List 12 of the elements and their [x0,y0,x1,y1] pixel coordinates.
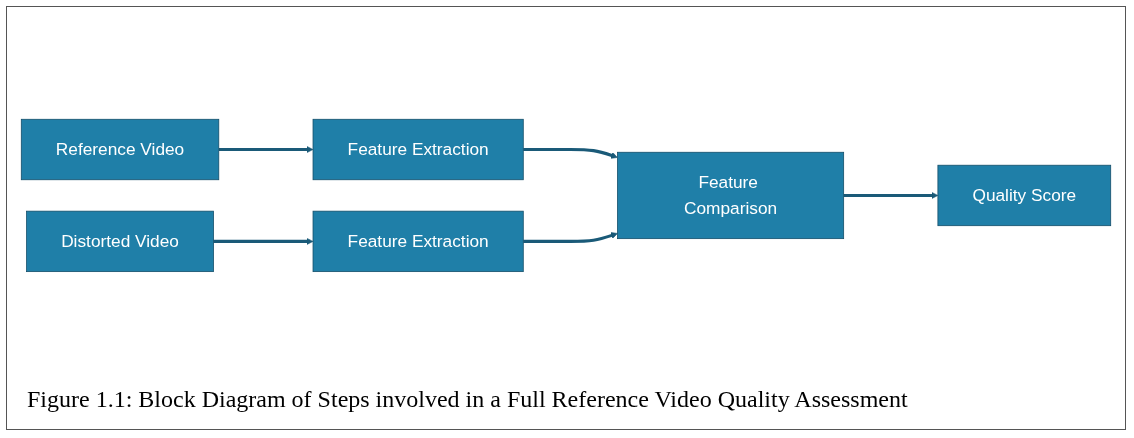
arrow [523,232,618,243]
node-box: Quality Score [937,164,1112,227]
arrow [843,191,939,199]
arrow [218,146,314,153]
arrow [213,237,314,245]
caption: Figure 1.1: Block Diagram of Steps involved in a Full Reference Video Quality Assessment [26,384,909,414]
node-box: Reference Video [20,118,220,181]
node-box: Distorted Video [26,210,214,272]
node-box: Feature Comparison [617,151,845,239]
node-box: Feature Extraction [312,210,524,272]
arrow [523,147,618,159]
node-box: Feature Extraction [312,118,524,181]
